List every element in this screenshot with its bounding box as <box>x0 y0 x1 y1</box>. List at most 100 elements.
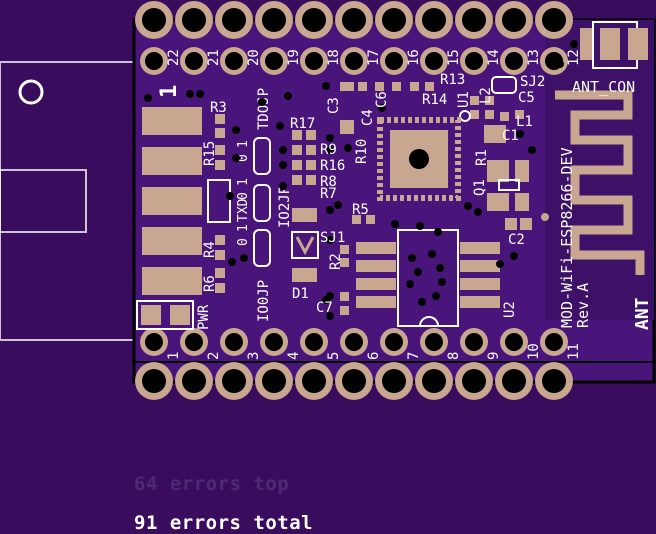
header-drill-hole <box>465 52 483 70</box>
header-drill-hole <box>502 369 526 393</box>
via <box>428 250 436 258</box>
io2-jumper-label: IO2JP <box>277 186 293 228</box>
pin-label-bottom: 2 <box>206 352 222 360</box>
refdes-label: SJ2 <box>520 74 545 90</box>
board-name: MOD-WiFi-ESP8266-DEV <box>558 147 576 328</box>
refdes-label: L1 <box>516 114 533 130</box>
header-drill-hole <box>182 369 206 393</box>
pin-label-top: 21 <box>206 49 222 66</box>
diode-symbol <box>295 236 315 256</box>
header-drill-hole <box>145 333 163 351</box>
refdes-label: C7 <box>316 300 333 316</box>
via <box>326 236 334 244</box>
txd-label: TXD <box>236 198 251 222</box>
header-drill-hole <box>185 52 203 70</box>
header-drill-hole <box>145 52 163 70</box>
via <box>406 280 414 288</box>
header-drill-hole <box>262 369 286 393</box>
header-drill-hole <box>385 333 403 351</box>
via <box>556 60 564 68</box>
jumper-value-label: 0 <box>236 154 251 162</box>
refdes-label: L2 <box>478 87 494 104</box>
pin-one-marker: 1 <box>157 85 182 98</box>
refdes-label: R9 <box>320 142 337 158</box>
jumper-value-label: 1 <box>236 224 251 232</box>
refdes-label: R2 <box>328 253 344 270</box>
header-drill-hole <box>425 52 443 70</box>
via <box>326 206 334 214</box>
ant-con-pad <box>580 28 592 60</box>
header-drill-hole <box>425 333 443 351</box>
header-drill-hole <box>465 333 483 351</box>
refdes-label: C5 <box>518 90 535 106</box>
via <box>226 192 234 200</box>
header-top-outer-row <box>135 1 573 39</box>
refdes-label: C2 <box>508 232 525 248</box>
header-drill-hole <box>262 8 286 32</box>
board-revision: Rev.A <box>574 283 592 328</box>
jumper-value-label: 1 <box>236 140 251 148</box>
errors-top-status: 64 errors top <box>134 473 290 495</box>
pin-label-top: 12 <box>566 49 582 66</box>
header-drill-hole <box>142 8 166 32</box>
via <box>378 104 386 112</box>
via <box>276 122 284 130</box>
via <box>279 182 287 190</box>
pin-label-top: 20 <box>246 49 262 66</box>
header-drill-hole <box>345 52 363 70</box>
header-bottom-outer-row <box>135 362 573 400</box>
header-bottom-inner-row <box>140 328 568 356</box>
header-drill-hole <box>505 333 523 351</box>
header-drill-hole <box>542 8 566 32</box>
io0-jumper-label: IO0JP <box>256 280 272 322</box>
refdes-label: U1 <box>456 91 472 108</box>
pin-label-bottom: 4 <box>286 352 302 360</box>
header-drill-hole <box>462 369 486 393</box>
refdes-label: R4 <box>202 241 218 258</box>
header-drill-hole <box>142 369 166 393</box>
via <box>322 82 330 90</box>
pin-label-bottom: 5 <box>326 352 342 360</box>
via <box>418 298 426 306</box>
pin-label-bottom: 7 <box>406 352 422 360</box>
pin-label-bottom: 9 <box>486 352 502 360</box>
header-drill-hole <box>305 333 323 351</box>
header-drill-hole <box>345 333 363 351</box>
pin-label-bottom: 1 <box>166 352 182 360</box>
pin-label-bottom: 3 <box>246 352 262 360</box>
via <box>434 228 442 236</box>
header-drill-hole <box>385 52 403 70</box>
via <box>322 296 330 304</box>
mounting-hole <box>18 79 44 105</box>
refdes-label: C3 <box>326 97 342 114</box>
solder-jumpers <box>253 137 271 267</box>
refdes-label: R13 <box>440 72 465 88</box>
u1-pin1-marker <box>459 110 471 122</box>
refdes-label: D1 <box>292 286 309 302</box>
refdes-label: R1 <box>474 149 490 166</box>
mechanical-outline <box>0 61 137 341</box>
pin-label-top: 15 <box>446 49 462 66</box>
header-drill-hole <box>222 369 246 393</box>
via-field <box>144 40 578 320</box>
pwr-led-pad <box>170 305 190 325</box>
u2-chip <box>356 229 500 327</box>
header-drill-hole <box>542 369 566 393</box>
header-drill-hole <box>222 8 246 32</box>
q1-outline <box>498 179 520 191</box>
refdes-label: R5 <box>352 202 369 218</box>
via <box>279 146 287 154</box>
pin-label-bottom: 6 <box>366 352 382 360</box>
via-pad <box>541 213 549 221</box>
pin-label-bottom: 11 <box>566 343 582 360</box>
via <box>528 146 536 154</box>
via <box>284 92 292 100</box>
refdes-label: R3 <box>210 100 227 116</box>
header-drill-hole <box>305 52 323 70</box>
antenna-label: ANT <box>632 297 653 330</box>
header-drill-hole <box>422 8 446 32</box>
via <box>416 222 424 230</box>
via <box>436 264 444 272</box>
